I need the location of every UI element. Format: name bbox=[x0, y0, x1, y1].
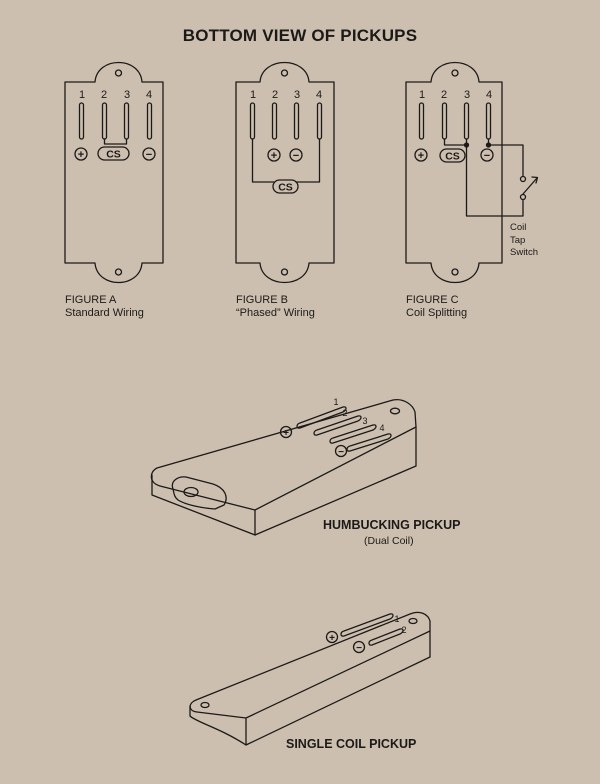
terminal-number: 2 bbox=[401, 625, 406, 635]
coil-tap-switch-label: Coil Tap Switch bbox=[510, 222, 538, 258]
humbucking-title: HUMBUCKING PICKUP bbox=[323, 518, 461, 532]
switch-contact bbox=[519, 175, 527, 183]
svg-text:CS: CS bbox=[106, 149, 121, 161]
coil-lead-slot bbox=[463, 102, 470, 140]
svg-text:−: − bbox=[338, 447, 344, 458]
cs-terminal bbox=[97, 146, 130, 161]
switch-contact bbox=[519, 193, 527, 201]
coil-lead-slot bbox=[249, 102, 256, 140]
switch-wire bbox=[465, 144, 524, 217]
terminal-number: 1 bbox=[333, 397, 338, 407]
terminal-number: 3 bbox=[124, 89, 130, 101]
svg-text:CS: CS bbox=[278, 182, 293, 194]
mounting-hole bbox=[280, 69, 289, 77]
terminal-number: 1 bbox=[419, 89, 425, 101]
figure-c-caption: FIGURE C Coil Splitting bbox=[406, 294, 468, 319]
mounting-hole bbox=[389, 407, 401, 415]
svg-text:+: + bbox=[283, 428, 289, 439]
coil-lead-slot bbox=[346, 433, 392, 452]
mounting-hole bbox=[114, 69, 123, 77]
terminal-number: 2 bbox=[441, 89, 447, 101]
minus-icon bbox=[142, 147, 156, 161]
svg-text:−: − bbox=[293, 150, 299, 162]
jumper-wire bbox=[103, 138, 128, 145]
terminal-number: 2 bbox=[342, 408, 347, 418]
svg-text:−: − bbox=[484, 150, 490, 162]
coil-lead-slot bbox=[146, 102, 153, 140]
minus-icon bbox=[352, 640, 366, 654]
jumper-wire bbox=[443, 138, 468, 146]
mounting-hole bbox=[408, 617, 418, 625]
plus-icon bbox=[267, 148, 281, 162]
terminal-number: 1 bbox=[250, 89, 256, 101]
terminal-number: 3 bbox=[294, 89, 300, 101]
terminal-number: 1 bbox=[79, 89, 85, 101]
terminal-number: 4 bbox=[486, 89, 492, 101]
mounting-hole bbox=[183, 486, 199, 498]
plus-icon bbox=[325, 630, 339, 644]
cs-terminal bbox=[272, 179, 299, 194]
terminal-number: 4 bbox=[146, 89, 152, 101]
humbucking-subtitle: (Dual Coil) bbox=[364, 535, 414, 547]
mounting-hole bbox=[280, 268, 289, 276]
plus-icon bbox=[414, 148, 428, 162]
figure-a-plate: 1 2 3 4 + − CS bbox=[64, 61, 164, 284]
mounting-hole bbox=[451, 69, 459, 77]
single-coil-title: SINGLE COIL PICKUP bbox=[286, 737, 417, 751]
terminal-number: 4 bbox=[316, 89, 322, 101]
plus-icon bbox=[74, 147, 88, 161]
coil-lead-slot bbox=[418, 102, 425, 140]
terminal-number: 3 bbox=[362, 416, 367, 426]
svg-text:+: + bbox=[329, 633, 335, 644]
junction-dot bbox=[485, 142, 492, 148]
jumper-wire bbox=[251, 138, 321, 183]
humbucking-pickup-drawing: 1 2 3 4 + − bbox=[150, 397, 417, 536]
svg-text:+: + bbox=[418, 150, 424, 162]
junction-dot bbox=[463, 142, 470, 148]
switch-wire bbox=[487, 138, 524, 177]
coil-lead-slot bbox=[485, 102, 492, 140]
svg-text:−: − bbox=[356, 643, 362, 654]
coil-tap-switch-icon bbox=[522, 177, 538, 195]
terminal-number: 3 bbox=[464, 89, 470, 101]
mounting-hole bbox=[200, 701, 210, 709]
coil-lead-slot bbox=[329, 424, 377, 444]
coil-lead-slot bbox=[293, 102, 300, 140]
svg-text:−: − bbox=[146, 149, 152, 161]
svg-text:+: + bbox=[271, 150, 277, 162]
terminal-number: 1 bbox=[394, 614, 399, 624]
minus-icon bbox=[334, 444, 348, 458]
plus-icon bbox=[279, 425, 293, 439]
figure-b-caption: FIGURE B “Phased” Wiring bbox=[236, 294, 315, 319]
terminal-number: 2 bbox=[101, 89, 107, 101]
coil-lead-slot bbox=[368, 628, 404, 646]
figure-a-caption: FIGURE A Standard Wiring bbox=[65, 294, 144, 319]
coil-lead-slot bbox=[78, 102, 85, 140]
coil-lead-slot bbox=[313, 415, 362, 436]
svg-text:CS: CS bbox=[445, 151, 460, 163]
terminal-number: 2 bbox=[272, 89, 278, 101]
figure-b-plate: 1 2 3 4 + − CS bbox=[235, 61, 335, 284]
mounting-hole bbox=[451, 268, 459, 276]
page-title: BOTTOM VIEW OF PICKUPS bbox=[182, 26, 418, 45]
coil-lead-slot bbox=[123, 102, 130, 140]
figure-c-plate: 1 2 3 4 + − CS bbox=[405, 61, 539, 284]
coil-lead-slot bbox=[441, 102, 448, 140]
cs-terminal bbox=[439, 148, 466, 163]
minus-icon bbox=[480, 148, 494, 162]
coil-lead-slot bbox=[316, 102, 323, 140]
single-coil-pickup-drawing: 1 2 + − bbox=[189, 611, 431, 746]
coil-lead-slot bbox=[271, 102, 278, 140]
coil-lead-slot bbox=[296, 406, 347, 429]
minus-icon bbox=[289, 148, 303, 162]
terminal-number: 4 bbox=[379, 423, 384, 433]
coil-lead-slot bbox=[101, 102, 108, 140]
mounting-hole bbox=[114, 268, 123, 276]
svg-text:+: + bbox=[78, 149, 84, 161]
coil-lead-slot bbox=[340, 613, 394, 637]
